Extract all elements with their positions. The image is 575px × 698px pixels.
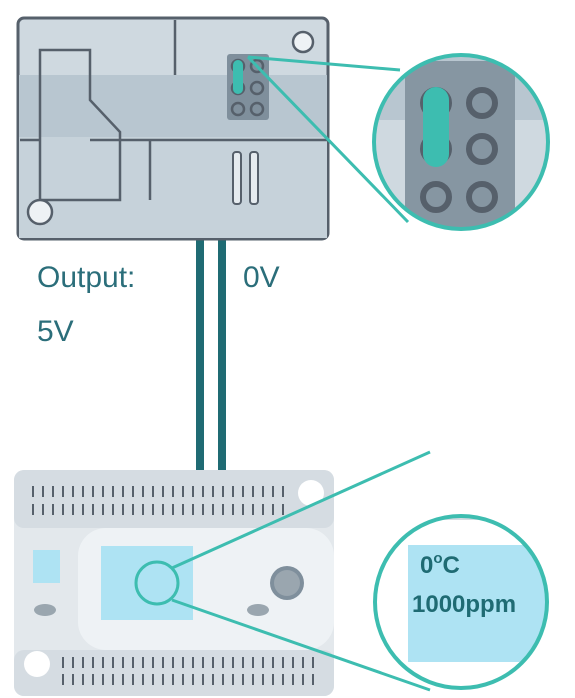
temperature-unit: C [442, 552, 460, 579]
jumper-cap [233, 60, 243, 94]
magnified-jumper-cap [423, 87, 449, 167]
ground-wire [218, 240, 226, 472]
magnified-screen [408, 545, 547, 662]
output-value: 5V [37, 315, 74, 348]
wire-pair [196, 240, 226, 472]
output-wire [196, 240, 204, 472]
terminal-row-bottom [62, 657, 314, 685]
slot-icon [232, 151, 242, 205]
screen-focus-ring [134, 560, 180, 606]
mounting-hole-icon [298, 480, 324, 506]
ground-label: 0V [243, 261, 280, 294]
temperature-reading: 0oC [420, 551, 460, 578]
led-indicator [33, 550, 60, 583]
mounting-hole-icon [24, 651, 50, 677]
terminal-row-top [32, 486, 284, 515]
jumper-magnifier [372, 53, 550, 231]
controller-unit [14, 470, 334, 696]
temperature-value: 0 [420, 552, 434, 579]
bottom-zoom-lines [171, 450, 431, 692]
mounting-hole-icon [26, 198, 54, 226]
button-icon [247, 604, 269, 616]
sensor-housing [16, 16, 330, 241]
button-icon [34, 604, 56, 616]
co2-reading: 1000ppm [412, 591, 517, 618]
mounting-hole-icon [291, 30, 315, 54]
degree-symbol: o [433, 550, 443, 567]
display-magnifier [373, 514, 549, 690]
top-zoom-lines [246, 55, 410, 224]
jumper-block [227, 54, 269, 120]
slot-icon [249, 151, 259, 205]
output-label: Output: [37, 261, 136, 294]
